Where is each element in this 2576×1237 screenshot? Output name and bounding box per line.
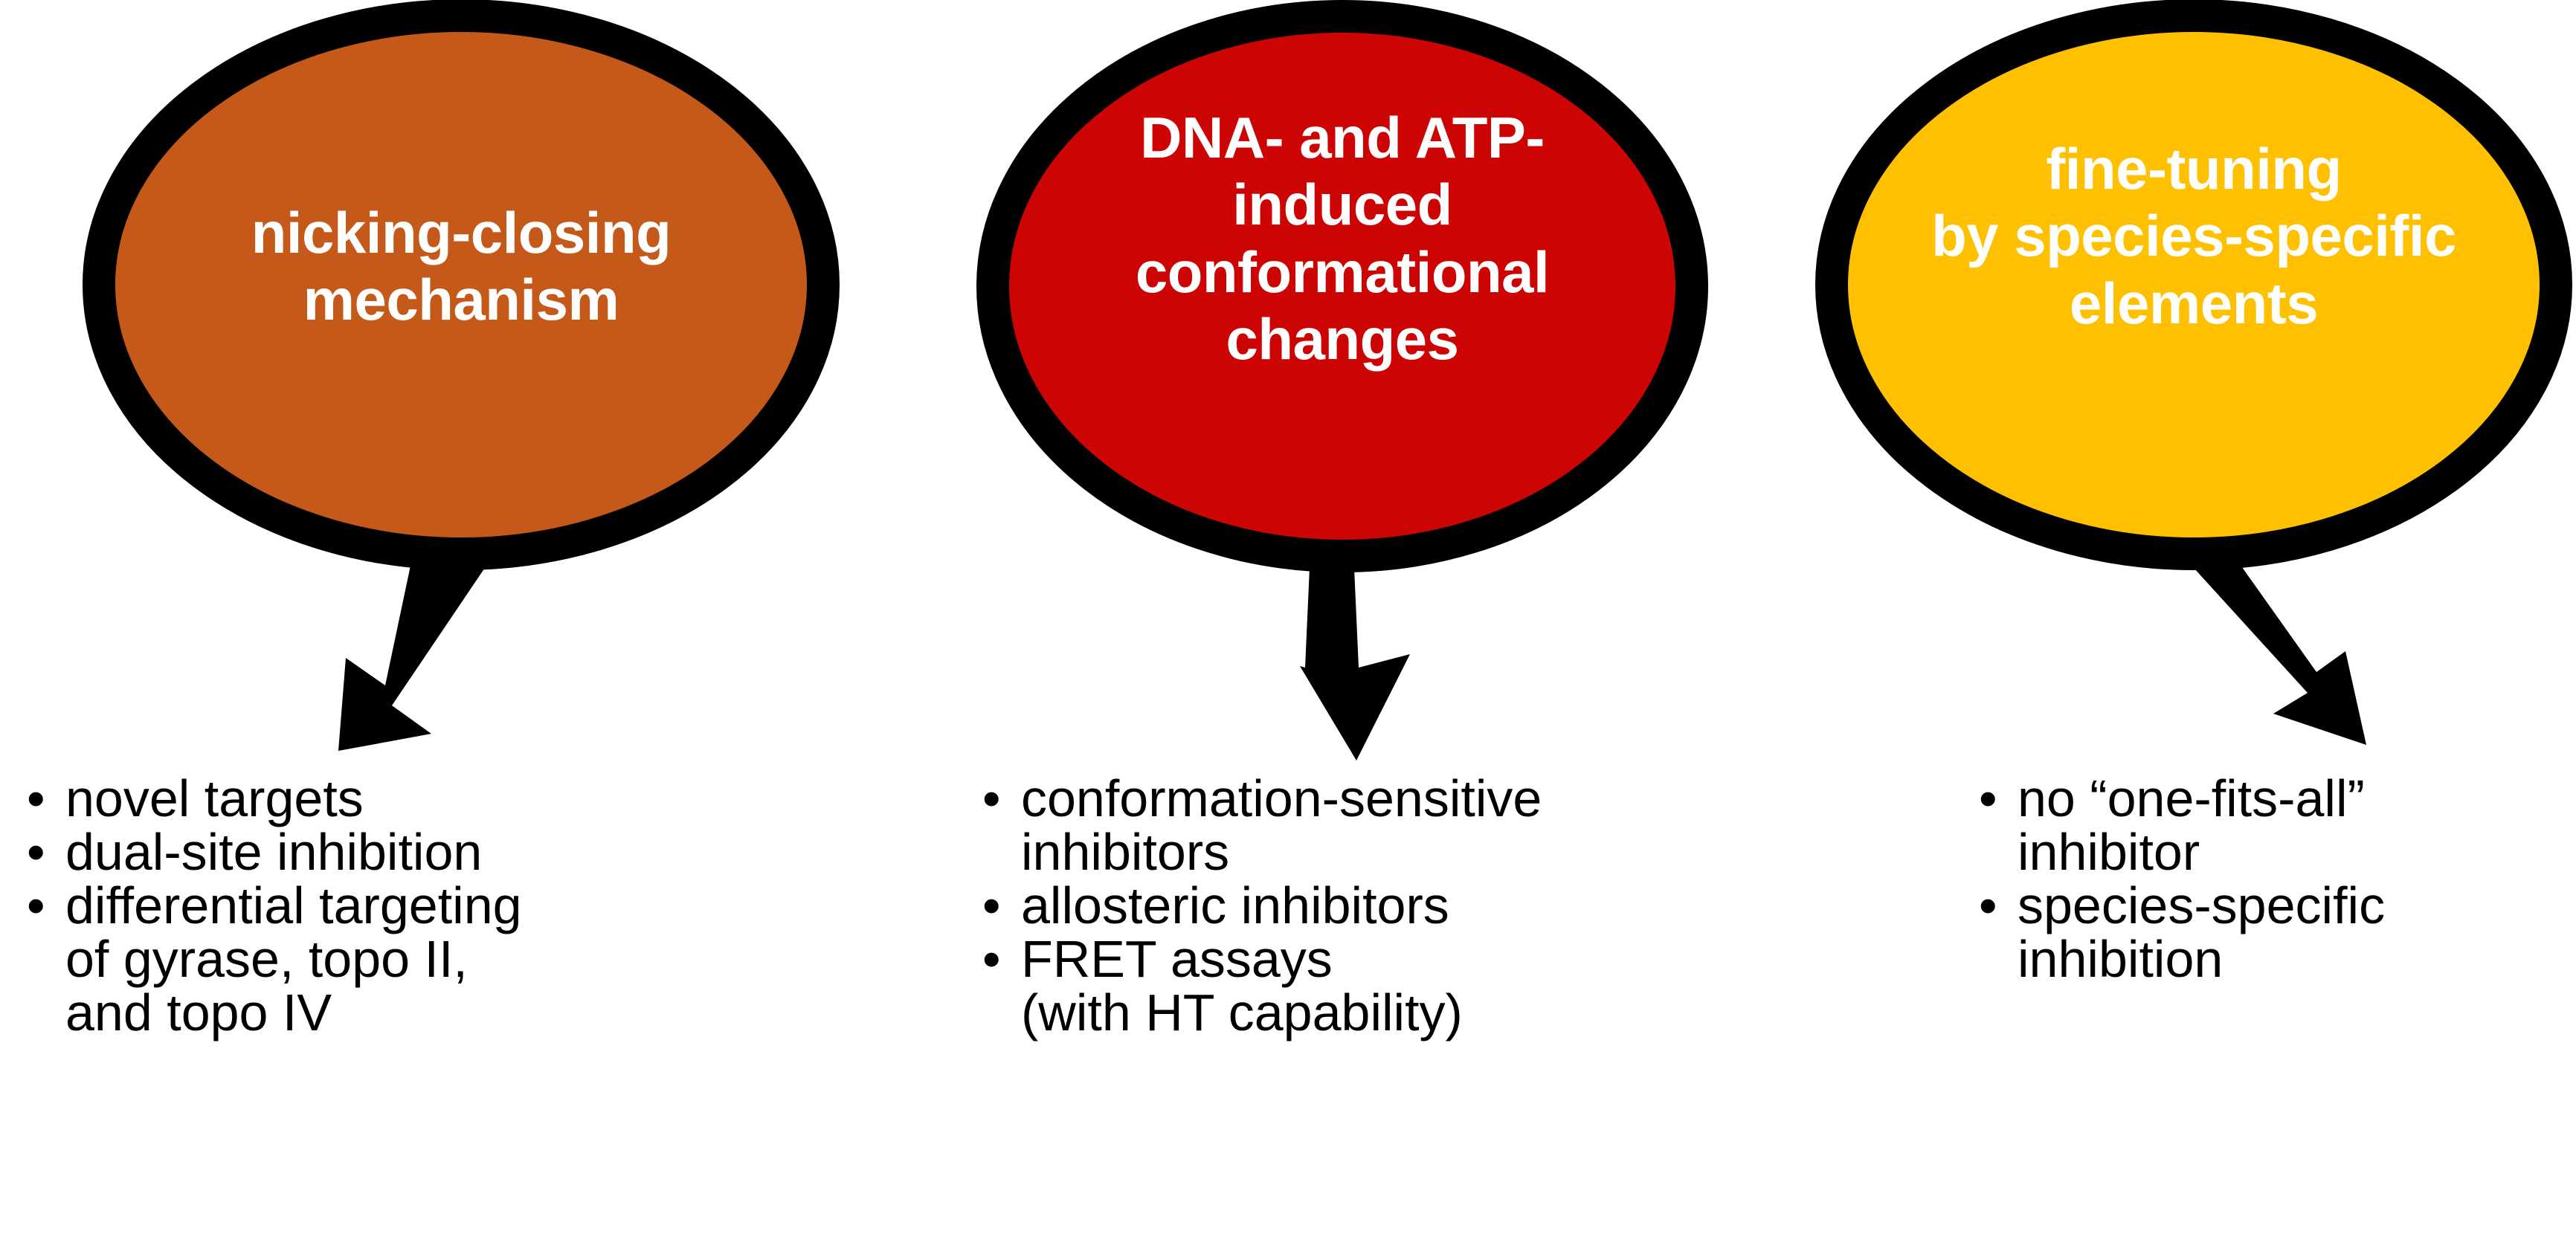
node-ellipse-fine-tuning[interactable] <box>1815 0 2572 570</box>
outcome-list-right: • no “one-fits-all”inhibitor • species-spec… <box>1974 772 2569 986</box>
list-item-line: differential targeting <box>65 876 522 934</box>
list-item-line: inhibitors <box>1021 823 1230 881</box>
list-item-line: and topo IV <box>65 984 332 1041</box>
list-item: • novel targets <box>22 772 900 825</box>
bullet-marker-icon: • <box>27 876 45 934</box>
bullet-marker-icon: • <box>982 876 1001 934</box>
node-ellipse-dna-atp[interactable] <box>976 0 1708 572</box>
list-item-line: of gyrase, topo II, <box>65 930 468 988</box>
bullet-marker-icon: • <box>27 769 45 827</box>
bullet-marker-icon: • <box>1979 876 1997 934</box>
list-item-line: inhibitor <box>2018 823 2200 881</box>
outcome-list-left: • novel targets • dual-site inhibition • diff… <box>22 772 900 1039</box>
list-item: • FRET assays(with HT capability) <box>978 932 1855 1039</box>
arrow-from-dna-atp <box>1300 552 1410 760</box>
bullet-marker-icon: • <box>27 823 45 881</box>
arrow-from-nicking-closing <box>338 552 491 751</box>
list-item-line: no “one-fits-all” <box>2018 769 2365 827</box>
arrow-from-fine-tuning <box>2179 552 2366 745</box>
list-item-line: dual-site inhibition <box>65 823 483 881</box>
list-item-line: (with HT capability) <box>1021 984 1463 1041</box>
bullet-marker-icon: • <box>982 769 1001 827</box>
list-item-line: inhibition <box>2018 930 2224 988</box>
list-item-line: allosteric inhibitors <box>1021 876 1449 934</box>
list-item: • allosteric inhibitors <box>978 879 1855 932</box>
bullet-marker-icon: • <box>1979 769 1997 827</box>
list-item: • dual-site inhibition <box>22 825 900 879</box>
list-item-line: novel targets <box>65 769 364 827</box>
bullet-marker-icon: • <box>982 930 1001 988</box>
list-item: • no “one-fits-all”inhibitor <box>1974 772 2569 879</box>
list-item-line: FRET assays <box>1021 930 1333 988</box>
list-item-line: conformation-sensitive <box>1021 769 1542 827</box>
list-item-line: species-specific <box>2018 876 2386 934</box>
node-ellipse-nicking-closing[interactable] <box>83 0 840 570</box>
